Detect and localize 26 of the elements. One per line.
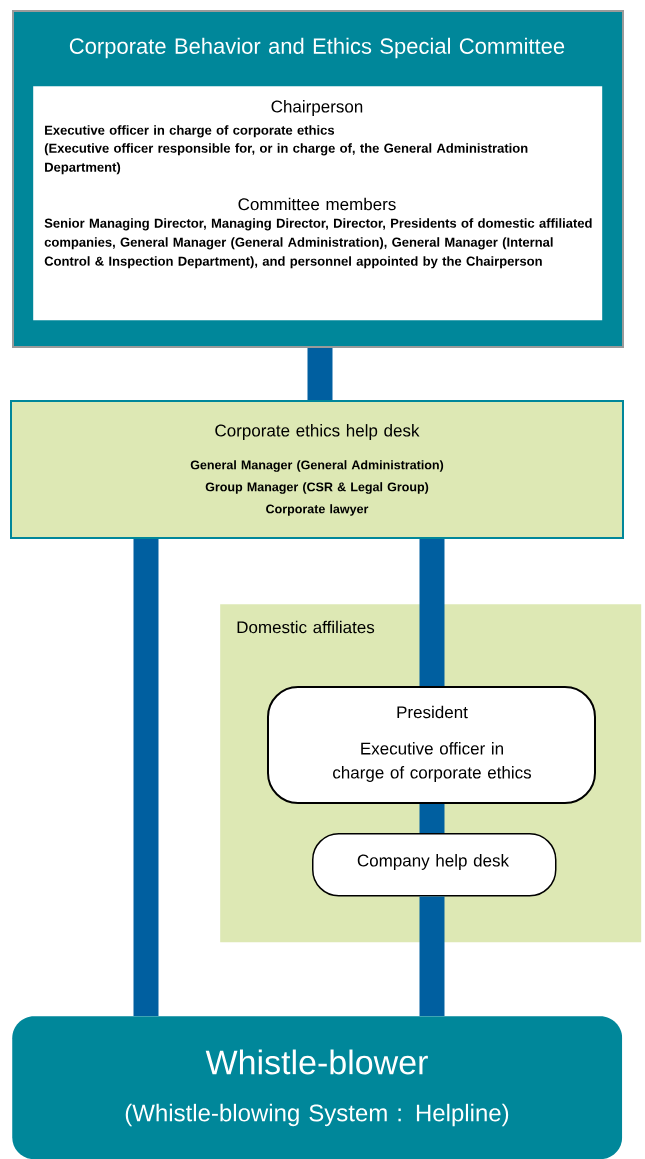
connector-bar — [307, 348, 333, 400]
box-title: Corporate ethics help desk — [215, 424, 420, 440]
whistle-blower-box — [12, 1016, 623, 1159]
connector-bar — [133, 539, 159, 1016]
help-desk-box — [10, 400, 624, 539]
box-title: Company help desk — [357, 854, 510, 870]
help-desk-box — [312, 833, 557, 897]
members-panel — [33, 86, 603, 321]
member-text: Group Manager (CSR & Legal Group) — [205, 482, 429, 494]
band-title: Domestic affiliates — [237, 620, 375, 634]
connector-bar — [419, 539, 445, 686]
member-text: General Manager (General Administration) — [190, 460, 444, 472]
box-title: Whistle-blower — [205, 1049, 428, 1075]
box-subtitle: (Whistle-blowing System : Helpline) — [125, 1103, 509, 1127]
box-title: President — [397, 705, 468, 719]
member-text: Senior Managing Director, Managing Director, Director, Presidents of domestic affiliated companies, General Manager (General Administration), General Manager (Internal Control & Inspection Department), and personnel appointed by the Chairperson — [44, 218, 592, 269]
committee-title: Corporate Behavior and Ethics Special Committee — [69, 37, 565, 59]
section-heading: Chairperson — [271, 100, 363, 116]
member-text: (Executive officer responsible for, or in charge of, the General Administration Department) — [44, 143, 528, 175]
connector-bar — [419, 804, 445, 833]
member-text: Corporate lawyer — [266, 504, 369, 516]
box-text: Executive officer in charge of corporate ethics — [333, 742, 532, 782]
section-heading: Committee members — [238, 197, 396, 211]
connector-bar — [419, 896, 445, 1016]
president-box — [267, 686, 596, 804]
member-text: Executive officer in charge of corporate ethics — [45, 125, 335, 138]
